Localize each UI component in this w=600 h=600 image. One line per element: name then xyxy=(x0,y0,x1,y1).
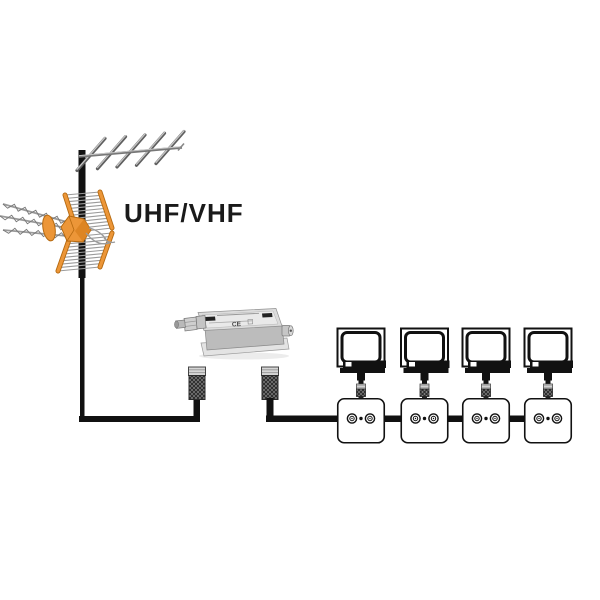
f-connector-icon xyxy=(543,383,553,400)
tv-screen xyxy=(404,331,445,364)
tv-screen xyxy=(340,331,382,364)
tv-stand xyxy=(465,368,510,373)
tv-outlet-unit xyxy=(336,327,386,444)
antenna-label: UHF/VHF xyxy=(124,198,244,228)
tv-power-button xyxy=(532,362,539,367)
amplifier-icon: CE xyxy=(174,308,294,360)
tv-power-button xyxy=(470,362,477,367)
f-connector-output-icon xyxy=(261,366,279,400)
ce-mark: CE xyxy=(232,321,242,328)
tv-stand xyxy=(527,368,572,373)
tv-outlet-unit xyxy=(400,327,450,444)
coaxial-downlead-cable xyxy=(79,272,200,422)
tv-icon xyxy=(461,327,511,373)
tv-outlet-unit xyxy=(461,327,511,444)
tv-outlet-unit xyxy=(523,327,573,444)
tv-drop-cable xyxy=(482,372,490,386)
tv-drop-cable xyxy=(420,372,429,386)
tv-icon xyxy=(336,327,386,373)
tv-power-button xyxy=(409,362,415,367)
tv-drop-cable xyxy=(544,372,552,386)
tv-stand xyxy=(340,368,385,373)
uhf-dipole-disc xyxy=(42,214,56,242)
tv-stand xyxy=(403,368,449,373)
tv-screen xyxy=(465,331,507,364)
f-connector-input-icon xyxy=(188,366,206,400)
uhf-wire-elements xyxy=(85,227,116,245)
vhf-antenna-icon xyxy=(75,129,186,173)
tv-screen xyxy=(527,331,569,364)
uhf-director-booms xyxy=(0,203,69,240)
amplifier-input-port xyxy=(174,315,207,332)
f-connector-icon xyxy=(481,383,491,400)
wall-outlet-icon xyxy=(336,397,386,444)
uhf-antenna-icon xyxy=(0,189,116,274)
tv-icon xyxy=(523,327,573,373)
amplifier-output-port xyxy=(281,325,294,337)
tv-power-button xyxy=(345,362,352,367)
wall-outlet-icon xyxy=(523,397,573,444)
distribution-coax-cable xyxy=(266,398,525,422)
tv-drop-cable xyxy=(357,372,365,386)
wall-outlet-icon xyxy=(461,397,511,444)
wall-outlet-icon xyxy=(400,397,449,444)
f-connector-icon xyxy=(356,383,366,400)
tv-icon xyxy=(400,327,450,373)
f-connector-icon xyxy=(419,383,430,400)
